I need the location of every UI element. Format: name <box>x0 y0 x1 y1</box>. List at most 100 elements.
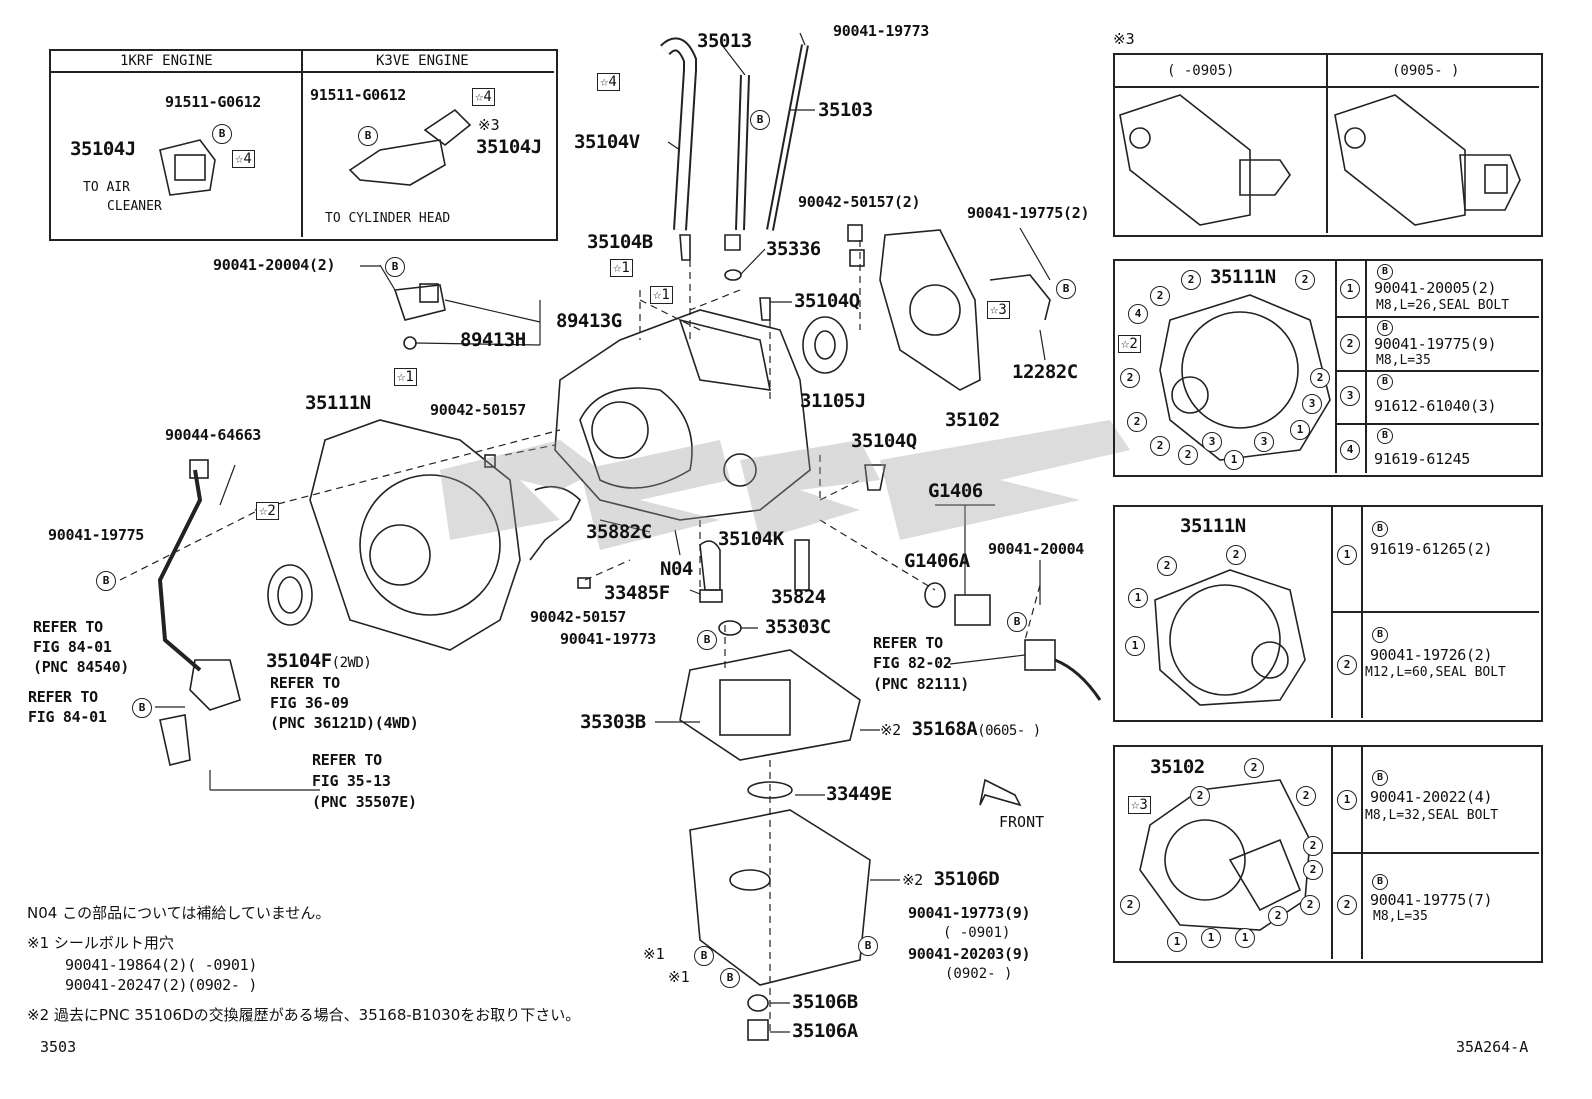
bolt-b-marker: B <box>1377 374 1393 390</box>
panel-c-box <box>1113 745 1543 963</box>
note-2: ※2 過去にPNC 35106Dの交換履歴がある場合、35168-B1030をお… <box>27 1006 581 1024</box>
refer-8202-line2: FIG 82-02 <box>873 654 952 672</box>
bolt-b-marker: B <box>132 698 152 718</box>
star2-marker: ☆2 <box>256 502 279 520</box>
panel-c-bolt-callout: 2 <box>1190 786 1210 806</box>
panel-a-row-line <box>1336 370 1539 372</box>
part-35102: 35102 <box>945 409 1000 431</box>
panel-a-row2-spec: M8,L=35 <box>1376 353 1431 368</box>
panel-a-row1-num: 1 <box>1340 279 1360 299</box>
panel-a-box <box>1113 259 1543 477</box>
panel-a-bolt-callout: 2 <box>1120 368 1140 388</box>
panel-b-bolt-callout: 1 <box>1128 588 1148 608</box>
refer-3513-line2: FIG 35-13 <box>312 772 391 790</box>
panel-a-bolt-callout: 4 <box>1128 304 1148 324</box>
panel-a-bolt-callout: 2 <box>1127 412 1147 432</box>
panel-a-bolt-callout: 1 <box>1290 420 1310 440</box>
panel-a-bolt-callout: 2 <box>1310 368 1330 388</box>
panel-c-star: ☆3 <box>1128 796 1151 814</box>
panel-a-row3-bolt: 91612-61040(3) <box>1374 397 1497 415</box>
panel-b-row2-bolt: 90041-19726(2) <box>1370 646 1493 664</box>
bolt-b-marker: B <box>750 110 770 130</box>
part-12282C: 12282C <box>1012 361 1078 383</box>
panel-c-row1-spec: M8,L=32,SEAL BOLT <box>1365 808 1499 823</box>
note-1-line1: 90041-19864(2)( -0901) <box>65 956 258 974</box>
panel-a-bolt-callout: 2 <box>1295 270 1315 290</box>
part-90041-20004-2: 90041-20004(2) <box>213 256 336 274</box>
k3-bolt-label: 91511-G0612 <box>310 86 407 104</box>
part-90041-19773-top: 90041-19773 <box>833 22 930 40</box>
mark1-b: ※1 <box>668 968 690 986</box>
star1-marker: ☆1 <box>610 259 633 277</box>
bolt-b-marker: B <box>1007 612 1027 632</box>
part-35104K: 35104K <box>718 528 784 550</box>
panel-c-bolt-callout: 2 <box>1296 786 1316 806</box>
part-G1406: G1406 <box>928 480 983 502</box>
engine-col-1krf: 1KRF ENGINE <box>120 53 213 69</box>
refer-8202-line1: REFER TO <box>873 634 943 652</box>
part-35303C: 35303C <box>765 616 831 638</box>
part-89413G: 89413G <box>556 310 622 332</box>
panel-a-bolt-callout: 2 <box>1150 286 1170 306</box>
watermark-graphic <box>440 420 1130 550</box>
panel-a-bolt-callout: 2 <box>1181 270 1201 290</box>
k1-part-label: 35104J <box>70 138 136 160</box>
panel-c-row2-bolt: 90041-19775(7) <box>1370 891 1493 909</box>
panel-a-divider <box>1335 260 1337 473</box>
refer-84540-line3: (PNC 84540) <box>33 658 130 676</box>
bolt-b-marker: B <box>720 968 740 988</box>
refer-3609-line3: (PNC 36121D)(4WD) <box>270 714 419 732</box>
bolt-b-marker: B <box>1372 770 1388 786</box>
refer-3513-line3: (PNC 35507E) <box>312 793 417 811</box>
part-35824: 35824 <box>771 586 826 608</box>
panel-a-title: 35111N <box>1210 266 1276 288</box>
panel-c-bolt-callout: 2 <box>1300 895 1320 915</box>
panel-a-row-line <box>1336 423 1539 425</box>
bolt-b-marker: B <box>212 124 232 144</box>
bolt-b-marker: B <box>1372 874 1388 890</box>
refer-3513-line1: REFER TO <box>312 751 382 769</box>
panel-c-bolt-callout: 1 <box>1235 928 1255 948</box>
part-35168A: ※2 35168A(0605- ) <box>880 718 1041 740</box>
k3-to-cylinder-head: TO CYLINDER HEAD <box>325 211 451 226</box>
part-33485F: 33485F <box>604 582 670 604</box>
note-n04: N04 この部品については補給していません。 <box>27 904 331 922</box>
part-35104V: 35104V <box>574 131 640 153</box>
star4-marker: ☆4 <box>232 150 255 168</box>
panel-b-row1-bolt: 91619-61265(2) <box>1370 540 1493 558</box>
front-direction-label: FRONT <box>999 813 1045 831</box>
panel-a-bolt-callout: 3 <box>1254 432 1274 452</box>
panel-c-row2-spec: M8,L=35 <box>1373 909 1428 924</box>
bolt-b-marker: B <box>1377 264 1393 280</box>
part-31105J: 31105J <box>800 390 866 412</box>
star1-marker: ☆1 <box>394 368 417 386</box>
part-90041-19773-9: 90041-19773(9) <box>908 904 1031 922</box>
panel-a-row4-num: 4 <box>1340 440 1360 460</box>
refer-84540-line1: REFER TO <box>33 618 103 636</box>
bolt-b-marker: B <box>1377 320 1393 336</box>
panel-c-bolt-callout: 1 <box>1201 928 1221 948</box>
engine-col-k3ve: K3VE ENGINE <box>376 53 469 69</box>
k1-to-air: TO AIR <box>83 180 130 195</box>
part-35103: 35103 <box>818 99 873 121</box>
part-89413H: 89413H <box>460 329 526 351</box>
part-90041-20203-9-date: (0902- ) <box>945 966 1013 982</box>
panel3-col2: (0905- ) <box>1392 63 1460 79</box>
part-N04: N04 <box>660 558 693 580</box>
bolt-b-marker: B <box>1372 521 1388 537</box>
panel-a-row1-spec: M8,L=26,SEAL BOLT <box>1376 298 1510 313</box>
panel-c-bolt-callout: 1 <box>1167 932 1187 952</box>
panel-a-star: ☆2 <box>1118 335 1141 353</box>
panel-a-row2-bolt: 90041-19775(9) <box>1374 335 1497 353</box>
part-35013: 35013 <box>697 30 752 52</box>
panel-b-row1-num: 1 <box>1337 545 1357 565</box>
part-35303B: 35303B <box>580 711 646 733</box>
panel-c-bolt-callout: 2 <box>1303 836 1323 856</box>
part-35168A-date: (0605- ) <box>977 723 1041 739</box>
panel-a-numcol <box>1365 260 1367 473</box>
part-35882C: 35882C <box>586 521 652 543</box>
panel-a-bolt-callout: 1 <box>1224 450 1244 470</box>
k1-bolt-label: 91511-G0612 <box>165 93 262 111</box>
part-90042-50157-b: 90042-50157 <box>530 608 627 626</box>
